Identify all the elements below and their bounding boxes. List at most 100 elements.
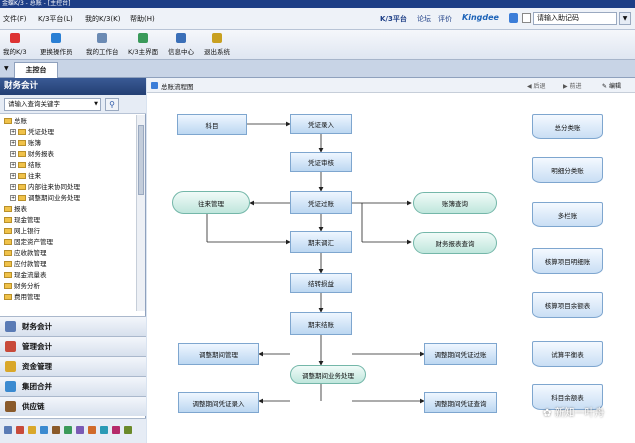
shortcut-icon[interactable]	[28, 426, 36, 434]
sidebar-search-input[interactable]: 请输入查询关键字 ▼	[4, 98, 101, 111]
flow-node-account[interactable]: 科目	[177, 114, 247, 135]
tree-item[interactable]: +账簿	[10, 139, 41, 148]
menu-file[interactable]: 文件(F)	[3, 15, 27, 23]
tree-item[interactable]: 费用管理	[4, 293, 40, 302]
folder-icon	[18, 173, 26, 179]
my-workbench-button[interactable]: 我的工作台	[86, 33, 119, 56]
sidebar-search-placeholder: 请输入查询关键字	[8, 100, 60, 108]
report-detail-ledger[interactable]: 明细分类账	[532, 157, 603, 183]
search-button[interactable]: ⚲	[105, 98, 119, 111]
shortcut-icon[interactable]	[100, 426, 108, 434]
tree-scrollbar-thumb[interactable]	[138, 125, 144, 195]
tree-item[interactable]: +往来	[10, 172, 41, 181]
nav-financial-accounting[interactable]: 财务会计	[0, 316, 146, 336]
help-icon[interactable]	[509, 13, 518, 23]
tree-item[interactable]: 现金管理	[4, 216, 40, 225]
menu-k3-platform[interactable]: K/3平台(L)	[38, 15, 73, 23]
flow-node-adjust-voucher-query[interactable]: 调整期间凭证查询	[424, 392, 497, 413]
link-review[interactable]: 评价	[438, 15, 452, 23]
folder-icon	[18, 151, 26, 157]
flow-node-adjust-period-business[interactable]: 调整期间业务处理	[290, 365, 366, 384]
exit-system-button[interactable]: 退出系统	[204, 33, 230, 56]
main-content: 总账流程图 ◀ 后退 ▶ 前进 ✎ 编辑 科目 凭证录入 凭	[147, 78, 635, 443]
help-search-input[interactable]: 请输入助记码	[533, 12, 617, 25]
fund-management-icon	[5, 361, 16, 372]
tree-expand-icon[interactable]: +	[10, 195, 16, 201]
menu-help[interactable]: 帮助(H)	[130, 15, 155, 23]
tree-item[interactable]: 固定资产管理	[4, 238, 53, 247]
tree-scrollbar[interactable]	[136, 115, 145, 311]
shortcut-icon[interactable]	[124, 426, 132, 434]
tab-main-console[interactable]: 主控台	[14, 62, 58, 78]
info-icon	[176, 33, 186, 43]
flow-node-financial-report-query[interactable]: 财务报表查询	[413, 232, 497, 254]
shortcut-icon[interactable]	[16, 426, 24, 434]
report-general-ledger[interactable]: 总分类账	[532, 114, 603, 139]
nav-fund-management[interactable]: 资金管理	[0, 356, 146, 376]
nav-group-consolidation[interactable]: 集团合并	[0, 376, 146, 396]
tree-item[interactable]: +结账	[10, 161, 41, 170]
tree-item[interactable]: 财务分析	[4, 282, 40, 291]
back-button[interactable]: ◀ 后退	[527, 83, 546, 90]
shortcut-icon[interactable]	[88, 426, 96, 434]
tree-item[interactable]: +内部往来协同处理	[10, 183, 80, 192]
flow-node-ledger-query[interactable]: 账簿查询	[413, 192, 497, 214]
search-icon: ⚲	[109, 100, 115, 109]
help-dropdown-chevron-icon[interactable]: ▼	[619, 12, 631, 25]
report-account-balance[interactable]: 科目余额表	[532, 384, 603, 410]
shortcut-icon[interactable]	[52, 426, 60, 434]
tree-item[interactable]: 总账	[4, 117, 27, 126]
tree-item-label: 网上银行	[14, 227, 40, 235]
folder-icon	[4, 261, 12, 267]
tree-expand-icon[interactable]: +	[10, 151, 16, 157]
tree-item[interactable]: +调整期间业务处理	[10, 194, 80, 203]
tree-item[interactable]: 网上银行	[4, 227, 40, 236]
report-multi-column-ledger[interactable]: 多栏账	[532, 202, 603, 227]
forward-button[interactable]: ▶ 前进	[563, 83, 582, 90]
shortcut-icon[interactable]	[4, 426, 12, 434]
tree-item[interactable]: 应付款管理	[4, 260, 47, 269]
tree-expand-icon[interactable]: +	[10, 184, 16, 190]
shortcut-icon[interactable]	[112, 426, 120, 434]
tree-item[interactable]: 现金流量表	[4, 271, 47, 280]
tree-expand-icon[interactable]: +	[10, 129, 16, 135]
flow-node-voucher-review[interactable]: 凭证审核	[290, 152, 352, 172]
tree-item[interactable]: 应收款管理	[4, 249, 47, 258]
tree-expand-icon[interactable]: +	[10, 173, 16, 179]
k3-main-button[interactable]: K/3主界面	[128, 33, 158, 56]
shortcut-icon[interactable]	[76, 426, 84, 434]
report-item-balance[interactable]: 核算项目余额表	[532, 292, 603, 318]
search-dropdown-chevron-icon[interactable]: ▼	[94, 101, 98, 107]
report-trial-balance[interactable]: 试算平衡表	[532, 341, 603, 367]
flow-node-voucher-entry[interactable]: 凭证录入	[290, 114, 352, 134]
nav-management-accounting[interactable]: 管理会计	[0, 336, 146, 356]
tab-menu-chevron-icon[interactable]: ▼	[4, 65, 9, 72]
link-forum[interactable]: 论坛	[417, 15, 431, 23]
nav-supply-chain[interactable]: 供应链	[0, 396, 146, 416]
flow-node-profit-loss-transfer[interactable]: 结转损益	[290, 273, 352, 293]
flow-node-adjust-voucher-posting[interactable]: 调整期间凭证过账	[424, 343, 497, 365]
nav-label: 供应链	[22, 402, 45, 411]
tree-expand-icon[interactable]: +	[10, 162, 16, 168]
flow-node-period-end-exchange[interactable]: 期末调汇	[290, 231, 352, 253]
menu-bar: 文件(F) K/3平台(L) 我的K/3(K) 帮助(H) K/3平台 论坛 评…	[0, 8, 635, 30]
tree-item[interactable]: +凭证处理	[10, 128, 54, 137]
tree-expand-icon[interactable]: +	[10, 140, 16, 146]
tree-item[interactable]: 报表	[4, 205, 27, 214]
flow-node-adjust-period-management[interactable]: 调整期间管理	[178, 343, 259, 365]
my-k3-button[interactable]: 我的K/3	[3, 33, 27, 56]
link-k3-platform[interactable]: K/3平台	[380, 15, 407, 23]
menu-my-k3[interactable]: 我的K/3(K)	[85, 15, 121, 23]
flow-node-adjust-voucher-entry[interactable]: 调整期间凭证录入	[178, 392, 259, 413]
shortcut-icon[interactable]	[64, 426, 72, 434]
shortcut-icon[interactable]	[40, 426, 48, 434]
folder-icon	[4, 228, 12, 234]
edit-button[interactable]: ✎ 编辑	[602, 83, 621, 90]
change-operator-button[interactable]: 更换操作员	[40, 33, 73, 56]
info-center-button[interactable]: 信息中心	[168, 33, 194, 56]
flow-node-voucher-posting[interactable]: 凭证过账	[290, 191, 352, 214]
tree-item[interactable]: +财务报表	[10, 150, 54, 159]
flow-node-period-end-close[interactable]: 期末结账	[290, 312, 352, 335]
report-item-detail-ledger[interactable]: 核算项目明细账	[532, 248, 603, 274]
flow-node-ar-ap-management[interactable]: 往来管理	[172, 191, 250, 214]
